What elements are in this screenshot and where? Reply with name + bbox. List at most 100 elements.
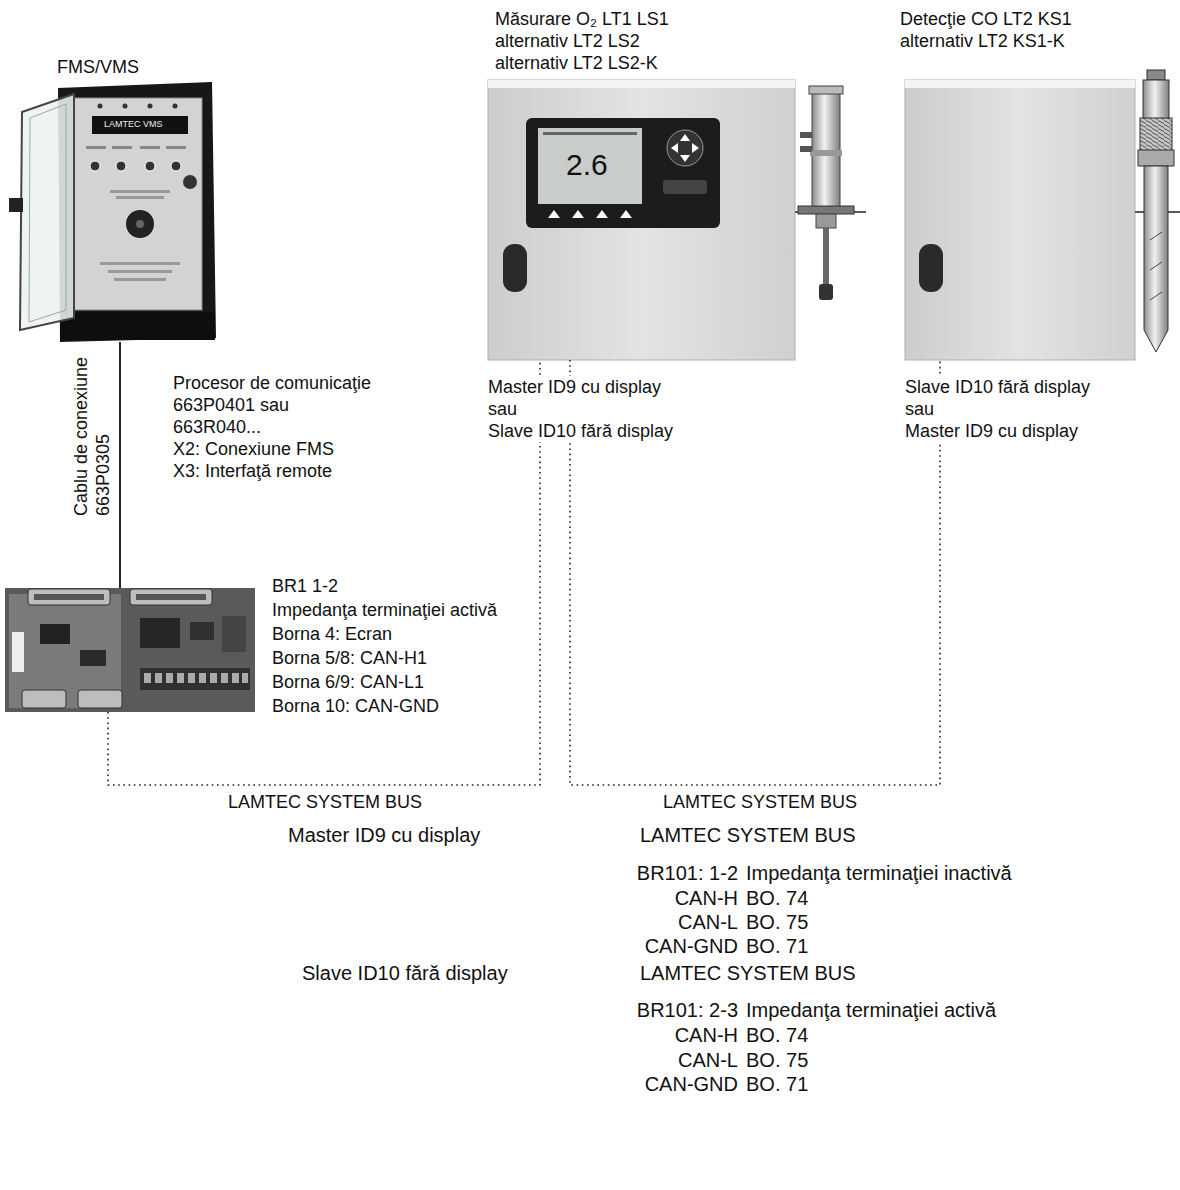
processor-board-photo-part	[155, 673, 162, 683]
processor-note: Procesor de comunicaţie 663P0401 sau 663…	[173, 372, 378, 438]
cabinet-title: alternativ LT2 LS2	[495, 30, 669, 52]
fms-vms-photo-part	[92, 116, 188, 134]
processor-board-photo-part	[144, 673, 151, 683]
cabinet-title: Măsurare O₂ LT1 LS1	[495, 8, 669, 30]
cabinet-role: sau	[905, 398, 1090, 420]
co-cabinet-drawing-part	[1150, 262, 1162, 270]
fms-vms-photo-part	[173, 104, 178, 109]
co-cabinet-drawing-part	[919, 244, 943, 292]
o2-cabinet-drawing-part	[810, 150, 842, 156]
fms-vms-photo-part	[114, 278, 166, 281]
display-reading: 2.6	[566, 148, 608, 183]
processor-board-photo-part	[136, 594, 206, 600]
processor-board-photo	[5, 588, 255, 712]
jumper-terminal-list: Borna 5/8: CAN-H1	[272, 646, 497, 670]
processor-board-photo-part	[140, 618, 180, 648]
terminal-number: BO. 75	[746, 911, 808, 934]
processor-board-photo-part	[210, 673, 217, 683]
signal-name: CAN-GND	[645, 1073, 738, 1096]
fms-vms-photo-part	[171, 161, 181, 171]
o2-cabinet-drawing-part	[798, 206, 854, 214]
signal-name: CAN-GND	[645, 935, 738, 958]
co-cabinet-drawing-part	[1143, 80, 1169, 120]
bus-heading: LAMTEC SYSTEM BUS	[640, 962, 856, 985]
terminal-number: BO. 75	[746, 1049, 808, 1072]
cabinet-role: Slave ID10 fără display	[905, 376, 1090, 398]
co-cabinet-drawing-part	[1150, 232, 1162, 240]
o2-cabinet-drawing-part	[823, 228, 829, 286]
co-detection-cabinet: Detecţie CO LT2 KS1alternativ LT2 KS1-KS…	[905, 80, 1135, 360]
processor-board-photo-part	[5, 588, 255, 712]
cabinet-title: Detecţie CO LT2 KS1	[900, 8, 1072, 30]
o2-cabinet-drawing-part	[488, 80, 795, 88]
fms-vms-photo-part	[140, 146, 160, 149]
cabinet-title: alternativ LT2 LS2-K	[495, 52, 669, 74]
fms-vms-photo-part	[60, 312, 215, 340]
fms-vms-photo-part	[183, 175, 197, 189]
o2-cabinet-drawing-part	[819, 284, 833, 300]
o2-cabinet-drawing-part	[620, 210, 632, 218]
bus-heading: LAMTEC SYSTEM BUS	[640, 824, 856, 847]
processor-board-photo-part	[188, 673, 195, 683]
processor-board-photo-part	[222, 616, 246, 652]
terminal-number: BO. 71	[746, 935, 808, 958]
fms-vms-photo-part	[110, 190, 170, 193]
processor-note-group: Procesor de comunicaţie 663P0401 sau 663…	[173, 372, 378, 482]
fms-vms-photo-part	[126, 210, 154, 238]
fms-vms-photo-part	[86, 146, 106, 149]
cabinet-role: sau	[488, 398, 673, 420]
o2-cabinet-drawing-part	[572, 210, 584, 218]
processor-board-photo-part	[28, 589, 110, 605]
co-cabinet-drawing-part	[1144, 166, 1168, 352]
jumper-name: BR101: 1-2	[637, 862, 738, 885]
fms-vms-photo-part	[98, 104, 103, 109]
o2-cabinet-drawing-part	[538, 128, 642, 204]
cabinet-title-group: Detecţie CO LT2 KS1alternativ LT2 KS1-K	[900, 8, 1072, 52]
o2-cabinet-drawing-part	[548, 210, 560, 218]
o2-cabinet-drawing-part	[543, 132, 637, 135]
system-bus-line	[108, 360, 540, 785]
o2-cabinet-drawing-part	[503, 244, 527, 292]
jumper-state: Impedanţa terminaţiei activă	[746, 999, 996, 1022]
cabinet-role-group: Slave ID10 fără displaysauMaster ID9 cu …	[905, 376, 1090, 442]
cabinet-title: alternativ LT2 KS1-K	[900, 30, 1072, 52]
processor-board-photo-part	[12, 632, 24, 672]
o2-cabinet-drawing-part	[816, 214, 836, 228]
terminal-number: BO. 74	[746, 1024, 808, 1047]
fms-vms-photo-part	[136, 220, 144, 228]
processor-board-photo-part	[9, 594, 121, 708]
co-cabinet-drawing-part	[1140, 118, 1172, 152]
co-cabinet-drawing-part	[1147, 70, 1165, 80]
jumper-terminal-list: Borna 10: CAN-GND	[272, 694, 497, 718]
o2-cabinet-drawing-part	[692, 143, 699, 153]
o2-cabinet-drawing-part	[809, 86, 843, 94]
processor-board-photo-part	[34, 594, 104, 600]
o2-cabinet-drawing-part	[680, 134, 690, 141]
co-cabinet-drawing	[905, 70, 1180, 360]
processor-board-photo-part	[221, 673, 228, 683]
fms-vms-photo-part	[100, 262, 180, 265]
processor-board-photo-part	[140, 668, 250, 690]
fms-vms-photo-part	[74, 98, 202, 310]
unit-title: FMS/VMS	[57, 56, 139, 78]
co-cabinet-drawing-part	[905, 80, 1135, 88]
processor-board-photo-part	[166, 673, 173, 683]
fms-vms-photo-part	[108, 270, 172, 273]
fms-vms-photo-part	[116, 196, 164, 199]
o2-cabinet-drawing-part	[663, 180, 707, 194]
jumper-terminal-list: BR1 1-2	[272, 574, 497, 598]
signal-name: CAN-H	[675, 887, 738, 910]
system-bus-line	[570, 360, 940, 785]
signal-name: CAN-L	[678, 1049, 738, 1072]
o2-cabinet-drawing-part	[800, 146, 812, 152]
fms-vms-photo-part	[145, 161, 155, 171]
fms-vms-unit: FMS/VMS	[10, 85, 215, 342]
connection-cable	[119, 342, 121, 588]
processor-board-photo-part	[190, 622, 214, 640]
cabinet-title-group: Măsurare O₂ LT1 LS1alternativ LT2 LS2alt…	[495, 8, 669, 74]
processor-note: X3: Interfaţă remote	[173, 460, 378, 482]
bus-label: LAMTEC SYSTEM BUS	[663, 791, 857, 813]
processor-board-photo-part	[232, 673, 239, 683]
